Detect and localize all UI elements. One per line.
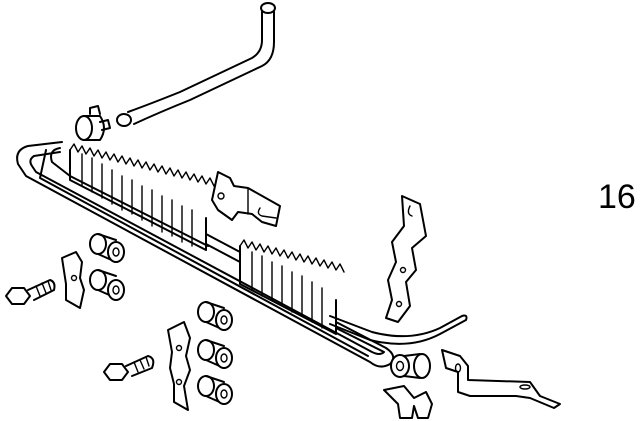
tube-clamp-left <box>61 251 85 309</box>
grommet <box>197 301 233 331</box>
lower-clip <box>383 385 433 419</box>
callout-number: 16 <box>598 178 636 216</box>
grommet <box>197 339 233 369</box>
lower-support-bracket <box>441 349 561 409</box>
grommet <box>197 375 233 405</box>
grommet-lower <box>390 353 431 379</box>
cooler-fins-right <box>239 239 345 335</box>
grommet <box>89 233 125 263</box>
upper-mounting-bracket <box>211 171 281 227</box>
hose-clamp-part <box>75 105 111 141</box>
flange-bolt-left <box>5 279 56 305</box>
flange-bolt-right <box>103 355 155 381</box>
hose-part <box>116 2 276 127</box>
oil-cooler-tube-assembly <box>16 141 468 368</box>
vertical-support-bracket <box>385 195 427 323</box>
tube-clamp-right <box>167 321 191 411</box>
grommet-group-right <box>197 301 233 405</box>
grommet-group-left <box>89 233 125 301</box>
grommet <box>89 269 125 301</box>
cooler-fins-left <box>69 143 223 251</box>
